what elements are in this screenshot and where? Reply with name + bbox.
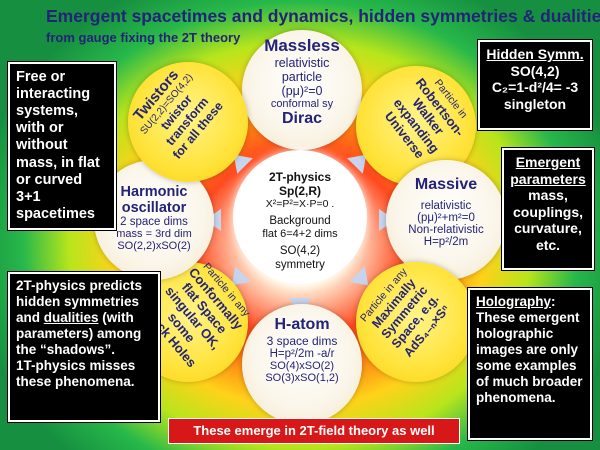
harmonic-line4: mass = 3rd dim [116,228,192,240]
center-line7: symmetry [275,258,325,271]
page-subtitle: from gauge fixing the 2T theory [46,30,241,45]
massless-line4: (pμ)²=0 [281,84,323,98]
bubble-twistors: Twistors SU(2,2)=SO(4,2) twistor transfo… [128,62,248,182]
hidden-symmetry-line1: SO(4,2) [510,62,560,79]
bubble-massive: Massive relativistic (pμ)²+m²=0 Non-rela… [386,160,506,280]
box-predictions: 2T-physics predicts hidden symmetries an… [8,272,160,422]
hatom-line5: SO(3)xSO(1,2) [265,372,339,384]
box-hidden-symmetry: Hidden Symm. SO(4,2) C₂=1-d²/4= -3 singl… [478,40,592,130]
emergent-body: mass, couplings, curvature, etc. [513,187,583,253]
hatom-line2: 3 space dims [266,334,338,348]
massive-line5: H=p²/2m [423,236,469,248]
banner-2t-field-theory: These emerge in 2T-field theory as well [168,418,460,444]
massive-line3: (pμ)²+m²=0 [417,212,475,224]
harmonic-title2: oscillator [121,200,187,216]
center-line2: Sp(2,R) [279,184,321,199]
hatom-line4: SO(4)xSO(2) [269,360,335,372]
holography-colon: : [551,294,556,309]
center-line4: Background [269,214,331,227]
hidden-symmetry-line3: singleton [503,95,567,112]
center-line6: SO(4,2) [279,245,321,258]
hatom-line3: H=p²/2m -a/r [269,348,335,360]
predictions-part2: (with parameters) among the “shadows”. [16,309,142,357]
massive-title: Massive [414,176,478,193]
predictions-part3: 1T-physics misses these phenomena. [16,357,136,389]
harmonic-line5: SO(2,2)xSO(2) [117,240,191,252]
emergent-title-1: Emergent [515,154,581,170]
bubble-h-atom: H-atom 3 space dims H=p²/2m -a/r SO(4)xS… [242,304,362,424]
center-line5: flat 6=4+2 dims [262,228,338,241]
hidden-symmetry-title: Hidden Symm. [486,46,584,62]
holography-body: These emergent holographic images are on… [476,309,583,405]
massive-line2: relativistic [420,200,472,212]
box-emergent-parameters: Emergent parameters mass, couplings, cur… [502,148,594,270]
center-line1: 2T-physics [268,170,332,184]
center-2t-physics: 2T-physics Sp(2,R) X²=P²=X·P=0 . Backgro… [233,150,367,284]
massive-line4: Non-relativistic [408,224,484,236]
bubble-ads: Particle in any Maximally Symmetric Spac… [356,262,476,382]
box-spacetimes-text: Free or interacting systems, with or wit… [16,69,100,222]
massless-title: Massless [264,36,340,55]
emergent-title-2: parameters [510,170,586,187]
box-spacetimes: Free or interacting systems, with or wit… [8,62,116,230]
predictions-part1: 2T-physics predicts hidden symmetries an… [16,278,143,325]
page-title: Emergent spacetimes and dynamics, hidden… [46,6,600,26]
harmonic-title1: Harmonic [120,184,188,200]
harmonic-line3: 2 space dims [120,216,188,228]
bubble-massless: Massless relativistic particle (pμ)²=0 c… [242,30,362,150]
massless-line5: conformal sy [270,98,334,110]
massless-line6: Dirac [281,110,323,127]
massless-line3: particle [281,70,323,84]
center-line3: X²=P²=X·P=0 . [265,198,335,211]
holography-title: Holography [476,294,552,309]
predictions-dualities: dualities [43,309,99,325]
hatom-title: H-atom [274,316,330,333]
massless-line2: relativistic [274,56,330,70]
hidden-symmetry-line2: C₂=1-d²/4= -3 [491,79,579,96]
box-holography: Holography: These emergent holographic i… [468,288,592,440]
